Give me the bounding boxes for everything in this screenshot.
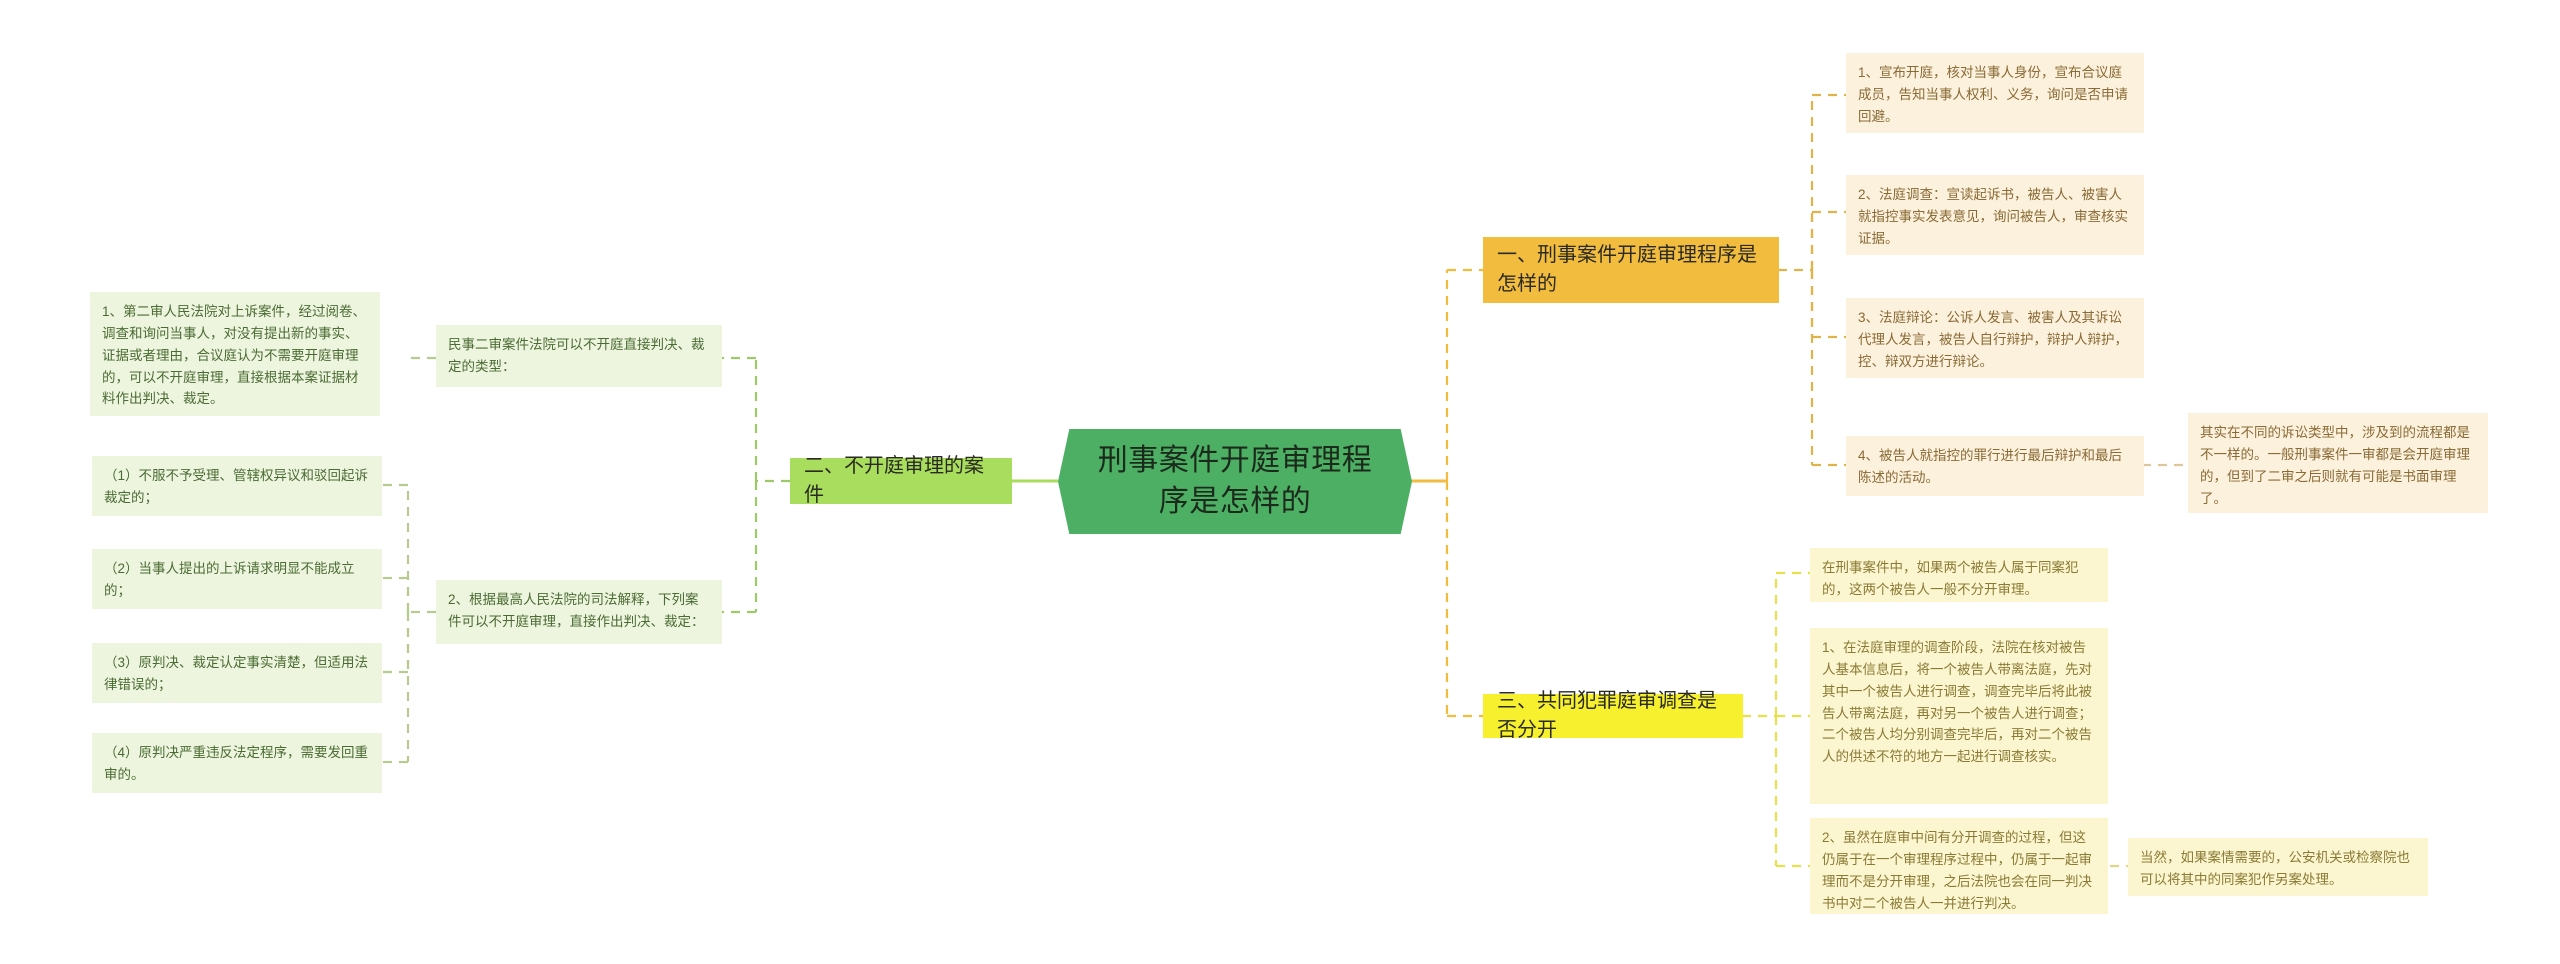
note-b3-c2[interactable]: 1、在法庭审理的调查阶段，法院在核对被告人基本信息后，将一个被告人带离法庭，先对…	[1810, 628, 2108, 804]
note-b2-c1-g1-text: 1、第二审人民法院对上诉案件，经过阅卷、调查和询问当事人，对没有提出新的事实、证…	[102, 304, 367, 407]
branch-topic-2-label: 二、不开庭审理的案件	[804, 455, 984, 506]
note-b1-c3-text: 3、法庭辩论：公诉人发言、被害人及其诉讼代理人发言，被告人自行辩护，辩护人辩护，…	[1858, 310, 2128, 369]
note-b1-c4-g1[interactable]: 其实在不同的诉讼类型中，涉及到的流程都是不一样的。一般刑事案件一审都是会开庭审理…	[2188, 413, 2488, 513]
note-b2-c2[interactable]: 2、根据最高人民法院的司法解释，下列案件可以不开庭审理，直接作出判决、裁定：	[436, 580, 722, 644]
note-b1-c4-text: 4、被告人就指控的罪行进行最后辩护和最后陈述的活动。	[1858, 448, 2123, 485]
note-b3-c2-text: 1、在法庭审理的调查阶段，法院在核对被告人基本信息后，将一个被告人带离法庭，先对…	[1822, 640, 2092, 765]
note-b2-c1[interactable]: 民事二审案件法院可以不开庭直接判决、裁定的类型：	[436, 325, 722, 387]
note-b2-c2-g3-text: （3）原判决、裁定认定事实清楚，但适用法律错误的；	[104, 655, 369, 692]
note-b3-c1[interactable]: 在刑事案件中，如果两个被告人属于同案犯的，这两个被告人一般不分开审理。	[1810, 548, 2108, 602]
note-b2-c2-g2[interactable]: （2）当事人提出的上诉请求明显不能成立的；	[92, 549, 382, 609]
note-b2-c2-g2-text: （2）当事人提出的上诉请求明显不能成立的；	[104, 561, 355, 598]
note-b3-c3[interactable]: 2、虽然在庭审中间有分开调查的过程，但这仍属于在一个审理程序过程中，仍属于一起审…	[1810, 818, 2108, 914]
central-topic-label: 刑事案件开庭审理程序是怎样的	[1097, 444, 1373, 518]
note-b3-c3-text: 2、虽然在庭审中间有分开调查的过程，但这仍属于在一个审理程序过程中，仍属于一起审…	[1822, 830, 2092, 911]
note-b1-c1[interactable]: 1、宣布开庭，核对当事人身份，宣布合议庭成员，告知当事人权利、义务，询问是否申请…	[1846, 53, 2144, 133]
note-b2-c2-g4-text: （4）原判决严重违反法定程序，需要发回重审的。	[104, 745, 369, 782]
branch-topic-1[interactable]: 一、刑事案件开庭审理程序是怎样的	[1483, 237, 1779, 303]
branch-topic-2[interactable]: 二、不开庭审理的案件	[790, 455, 1012, 506]
note-b1-c2-text: 2、法庭调查：宣读起诉书，被告人、被害人就指控事实发表意见，询问被告人，审查核实…	[1858, 187, 2128, 246]
note-b2-c1-text: 民事二审案件法院可以不开庭直接判决、裁定的类型：	[448, 337, 705, 374]
note-b1-c4[interactable]: 4、被告人就指控的罪行进行最后辩护和最后陈述的活动。	[1846, 436, 2144, 496]
note-b2-c2-g1-text: （1）不服不予受理、管辖权异议和驳回起诉裁定的；	[104, 468, 369, 505]
note-b1-c4-g1-text: 其实在不同的诉讼类型中，涉及到的流程都是不一样的。一般刑事案件一审都是会开庭审理…	[2200, 425, 2470, 506]
central-topic[interactable]: 刑事案件开庭审理程序是怎样的	[1058, 429, 1412, 534]
note-b2-c2-g4[interactable]: （4）原判决严重违反法定程序，需要发回重审的。	[92, 733, 382, 793]
note-b1-c2[interactable]: 2、法庭调查：宣读起诉书，被告人、被害人就指控事实发表意见，询问被告人，审查核实…	[1846, 175, 2144, 255]
note-b2-c2-text: 2、根据最高人民法院的司法解释，下列案件可以不开庭审理，直接作出判决、裁定：	[448, 592, 705, 629]
note-b2-c2-g1[interactable]: （1）不服不予受理、管辖权异议和驳回起诉裁定的；	[92, 456, 382, 516]
note-b3-c1-text: 在刑事案件中，如果两个被告人属于同案犯的，这两个被告人一般不分开审理。	[1822, 560, 2079, 597]
note-b1-c3[interactable]: 3、法庭辩论：公诉人发言、被害人及其诉讼代理人发言，被告人自行辩护，辩护人辩护，…	[1846, 298, 2144, 378]
note-b2-c2-g3[interactable]: （3）原判决、裁定认定事实清楚，但适用法律错误的；	[92, 643, 382, 703]
note-b1-c1-text: 1、宣布开庭，核对当事人身份，宣布合议庭成员，告知当事人权利、义务，询问是否申请…	[1858, 65, 2128, 124]
note-b3-c3-g1[interactable]: 当然，如果案情需要的，公安机关或检察院也可以将其中的同案犯作另案处理。	[2128, 838, 2428, 896]
branch-topic-1-label: 一、刑事案件开庭审理程序是怎样的	[1497, 244, 1757, 295]
note-b2-c1-g1[interactable]: 1、第二审人民法院对上诉案件，经过阅卷、调查和询问当事人，对没有提出新的事实、证…	[90, 292, 380, 416]
note-b3-c3-g1-text: 当然，如果案情需要的，公安机关或检察院也可以将其中的同案犯作另案处理。	[2140, 850, 2410, 887]
branch-topic-3-label: 三、共同犯罪庭审调查是否分开	[1497, 690, 1717, 741]
branch-topic-3[interactable]: 三、共同犯罪庭审调查是否分开	[1483, 690, 1743, 741]
